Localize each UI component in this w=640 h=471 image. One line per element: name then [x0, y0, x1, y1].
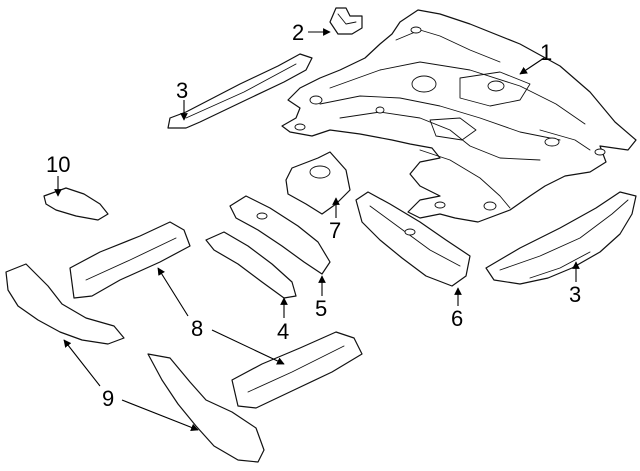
leader-9b: [121, 399, 199, 432]
reinforcement-lower-part: [147, 353, 265, 463]
callout-4: 4: [277, 319, 289, 344]
leader-8b: [211, 329, 285, 365]
callout-2: 2: [292, 20, 304, 45]
bracket-10-part: [43, 187, 109, 221]
callout-labels: 1 2 3 3 4 5 6 7 8 9 10: [46, 20, 581, 411]
leader-8a: [157, 267, 189, 317]
seat-bracket-part: [285, 151, 351, 215]
leader-lines: [54, 28, 580, 432]
callout-3-upper: 3: [176, 78, 188, 103]
upper-rail-part: [167, 53, 313, 129]
callout-7: 7: [329, 218, 341, 243]
tunnel-member-part: [355, 191, 471, 287]
callout-6: 6: [451, 306, 463, 331]
callout-9: 9: [102, 386, 114, 411]
callout-1: 1: [540, 40, 552, 65]
callout-5: 5: [315, 296, 327, 321]
leader-9a: [63, 339, 101, 387]
cross-member-part: [229, 195, 331, 275]
leader-1: [519, 57, 545, 75]
reinforcement-upper-part: [5, 263, 125, 345]
rear-rail-part: [485, 191, 637, 285]
callout-3-right: 3: [569, 282, 581, 307]
callout-8: 8: [191, 316, 203, 341]
cross-member-lower-part: [205, 231, 297, 299]
callout-10: 10: [46, 152, 70, 177]
side-member-lower-part: [231, 331, 363, 409]
floor-pan-part: [281, 9, 637, 223]
small-bracket-part: [329, 7, 363, 35]
side-member-upper-part: [69, 221, 191, 299]
